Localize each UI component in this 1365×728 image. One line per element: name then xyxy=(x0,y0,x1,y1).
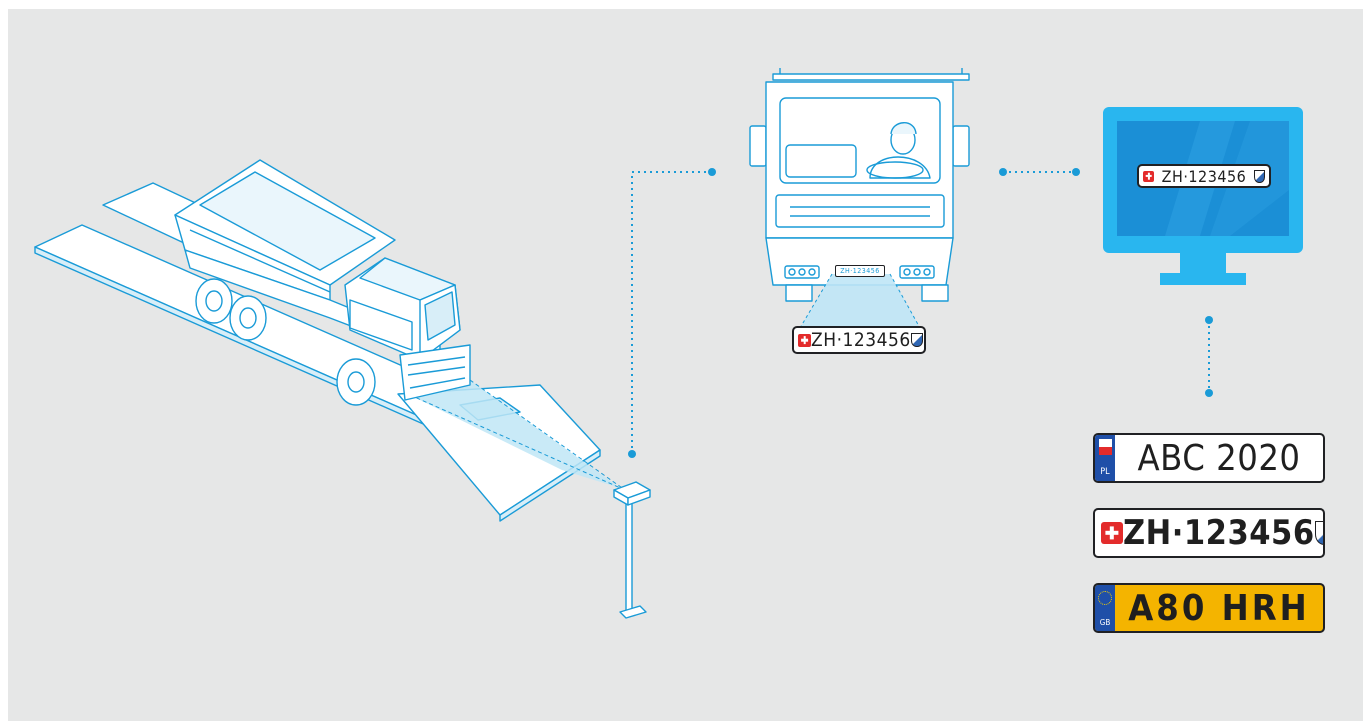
poland-flag-icon xyxy=(1098,439,1112,455)
plate-poland: PL ABC 2020 xyxy=(1093,433,1325,483)
connector-dot xyxy=(999,168,1007,176)
connector-dot xyxy=(708,168,716,176)
truck-front-plate-text: ZH·123456 xyxy=(840,267,880,275)
swiss-flag-icon xyxy=(1143,170,1154,182)
zurich-shield-icon xyxy=(1254,169,1265,183)
swiss-flag-icon xyxy=(1101,522,1123,544)
plate-uk: GB A80 HRH xyxy=(1093,583,1325,633)
camera-beam-left xyxy=(409,379,626,491)
eu-band: PL xyxy=(1095,435,1115,481)
camera-readout-plate: ZH·123456 xyxy=(792,326,926,354)
monitor xyxy=(1103,107,1303,285)
zurich-shield-icon xyxy=(910,333,923,347)
anpr-camera xyxy=(613,481,651,619)
camera-readout-plate-text: ZH·123456 xyxy=(811,329,911,351)
country-code: PL xyxy=(1100,467,1110,477)
connector-dot xyxy=(1072,168,1080,176)
connector-camera-to-truck xyxy=(631,171,712,454)
connector-dot xyxy=(1205,316,1213,324)
zurich-shield-icon xyxy=(1314,521,1323,545)
driver xyxy=(866,122,931,179)
plate-poland-text: ABC 2020 xyxy=(1137,437,1301,479)
camera-beam-front xyxy=(799,273,921,329)
connector-dot xyxy=(628,450,636,458)
plate-switzerland: ZH·123456 xyxy=(1093,508,1325,558)
swiss-flag-icon xyxy=(798,333,811,347)
eu-band: GB xyxy=(1095,585,1115,631)
monitor-readout-plate-text: ZH·123456 xyxy=(1161,166,1247,186)
eu-stars-icon xyxy=(1098,591,1112,605)
connector-dot xyxy=(1205,389,1213,397)
plate-uk-text: A80 HRH xyxy=(1128,587,1310,629)
monitor-readout-plate: ZH·123456 xyxy=(1137,164,1271,188)
plate-switzerland-text: ZH·123456 xyxy=(1123,513,1315,553)
truck-front-view xyxy=(749,68,970,302)
truck-front-plate: ZH·123456 xyxy=(835,265,885,277)
dump-truck xyxy=(174,159,471,406)
country-code: GB xyxy=(1099,618,1111,627)
